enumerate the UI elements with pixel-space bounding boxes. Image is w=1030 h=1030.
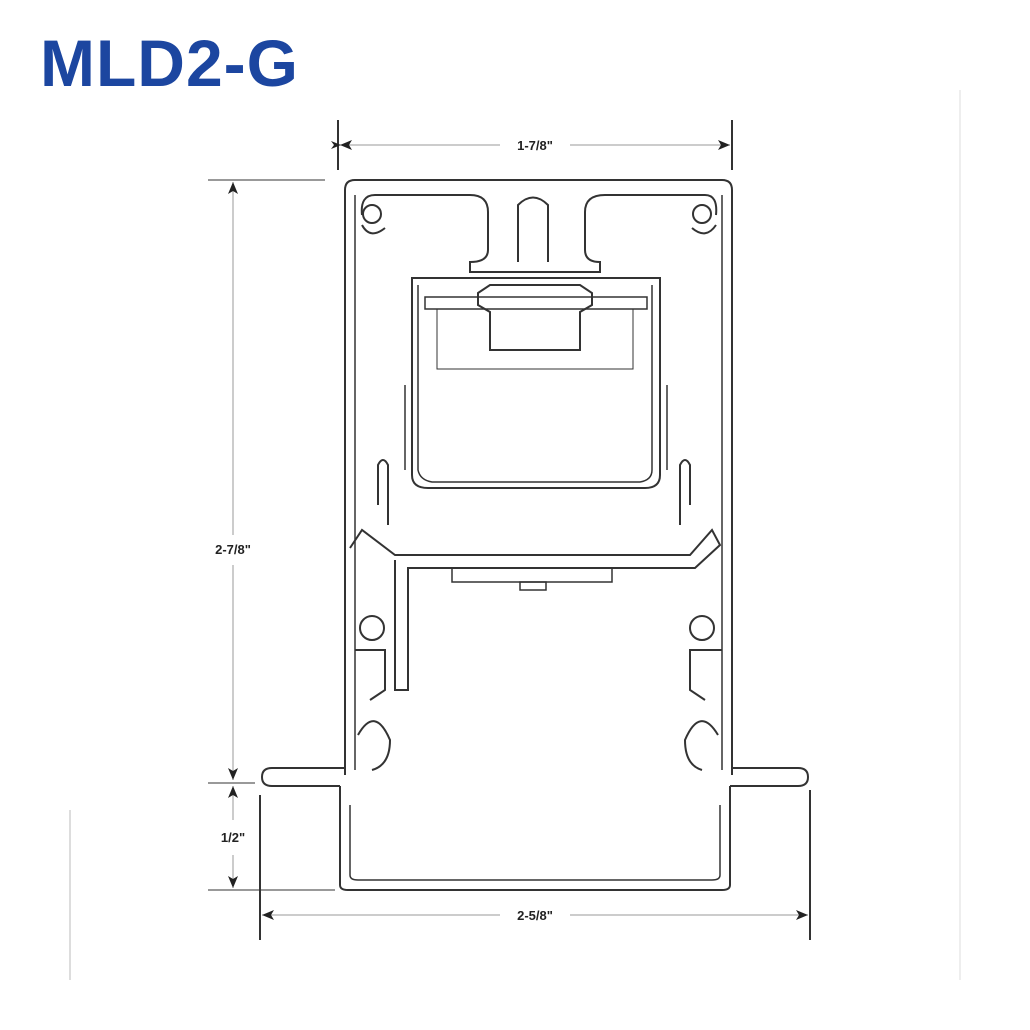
fastener [477,284,593,351]
left-flange [260,767,345,787]
dimension-label-body-height: 2-7/8" [215,542,251,557]
product-title: MLD2-G [40,26,299,100]
arrowheads [228,140,808,920]
led-bracket [349,528,722,691]
center-key [517,196,549,262]
lens-channel [339,786,731,891]
driver-box [411,277,661,489]
dimension-label-overall-width: 2-5/8" [517,908,553,923]
dimension-label-lens-height: 1/2" [221,830,245,845]
top-channel [360,194,718,273]
dimension-label-top-width: 1-7/8" [517,138,553,153]
housing-outline [344,179,733,775]
right-flange [730,767,810,787]
